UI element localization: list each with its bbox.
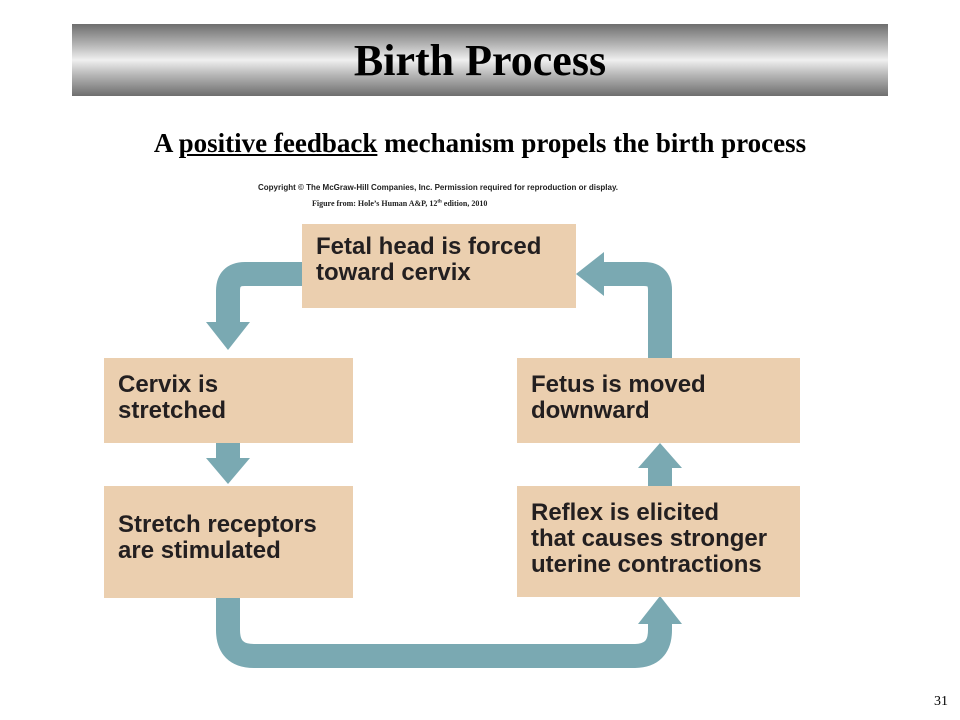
arrowhead-to-fetus [638, 443, 682, 468]
arrowhead-to-reflex [638, 596, 682, 624]
arrowhead-to-receptors [206, 458, 250, 484]
arrow-fetal-head-to-cervix [216, 262, 302, 322]
copyright-notice: Copyright © The McGraw-Hill Companies, I… [258, 183, 619, 192]
node-line: toward cervix [316, 259, 471, 286]
node-reflex: Reflex is elicited that causes stronger … [517, 486, 800, 597]
figure-source-text: Figure from: Hole’s Human A&P, 12 [312, 199, 438, 208]
figure-source: Figure from: Hole’s Human A&P, 12th edit… [312, 199, 612, 208]
arrow-fetus-to-fetal-head [604, 262, 672, 358]
page-number: 31 [934, 694, 948, 709]
node-line: Cervix is [118, 371, 219, 398]
node-line: downward [531, 397, 650, 424]
node-line: uterine contractions [531, 551, 762, 578]
figure-source-tail: edition, 2010 [441, 199, 488, 208]
node-line: are stimulated [118, 537, 281, 564]
node-line: Fetus is moved [531, 371, 706, 398]
arrow-receptors-to-reflex [216, 598, 672, 668]
node-cervix: Cervix is stretched [104, 358, 353, 443]
node-line: Stretch receptors [118, 511, 317, 538]
node-fetus-moved: Fetus is moved downward [517, 358, 800, 443]
slide-subtitle: A positive feedback mechanism propels th… [0, 128, 960, 159]
subtitle-suffix: mechanism propels the birth process [377, 128, 807, 158]
node-line: that causes stronger [531, 525, 768, 552]
arrowhead-to-cervix [206, 322, 250, 350]
node-line: Reflex is elicited [531, 499, 720, 526]
node-fetal-head: Fetal head is forced toward cervix [302, 224, 576, 308]
figure-source-sup: th [437, 199, 442, 205]
node-line: stretched [118, 397, 227, 424]
node-stretch-receptors: Stretch receptors are stimulated [104, 486, 353, 598]
title-bar: Birth Process [72, 24, 888, 96]
arrowhead-to-fetal-head [576, 252, 604, 296]
subtitle-emphasis: positive feedback [178, 128, 378, 158]
slide-title: Birth Process [353, 35, 607, 85]
subtitle-prefix: A [153, 128, 179, 158]
node-line: Fetal head is forced [316, 233, 542, 260]
